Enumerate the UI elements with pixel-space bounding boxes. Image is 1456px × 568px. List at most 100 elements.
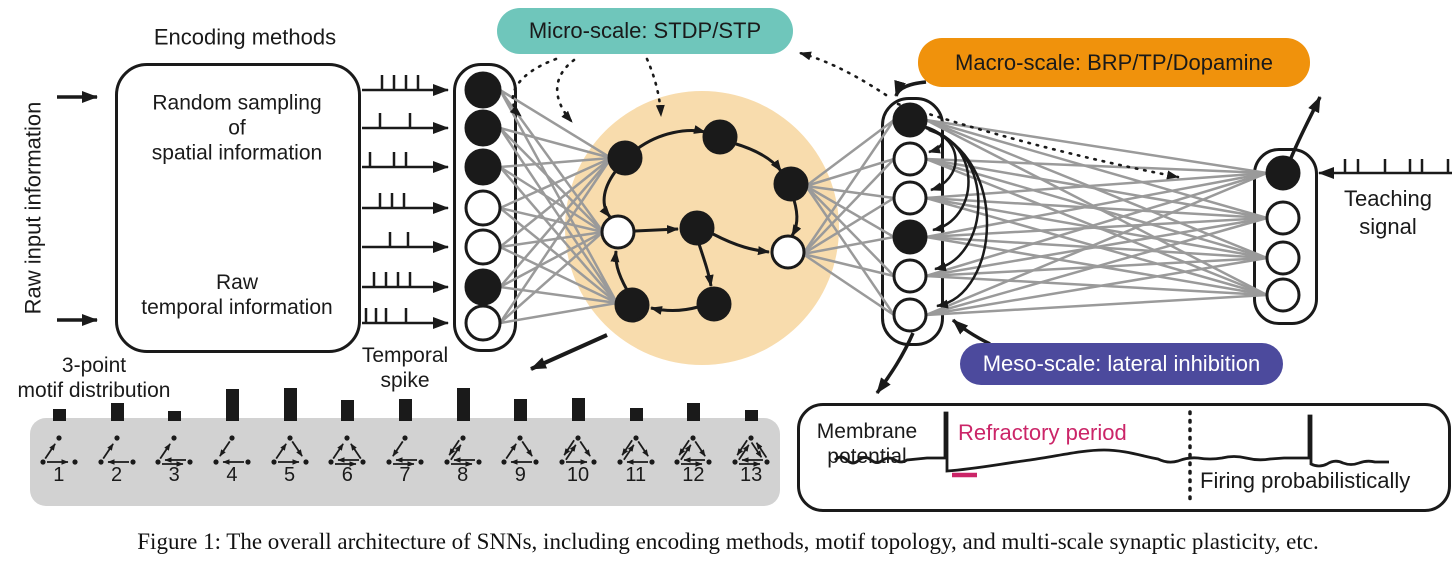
hidden-to-membrane-arrow [875,332,915,395]
teaching-signal-ticks [1343,159,1450,173]
encoding-methods-box [115,63,361,353]
motif-count-bar-2 [110,403,124,421]
motif-count-bar-10 [572,398,586,421]
encoding-method-spatial-line3: spatial information [151,141,323,165]
motif-distribution-label-line1: 3-point [61,354,127,377]
motif-network-edges [599,125,802,315]
stdp-dotted-arrows [509,51,1180,180]
motif-count-bar-3 [168,411,182,421]
motif-2: 2 [88,403,146,506]
teaching-signal-label: Teaching signal [1344,185,1432,241]
motif-count-bar-7 [398,399,412,421]
motif-count-bar-8 [456,388,470,421]
motif-distribution-label-line2: motif distribution [17,379,171,402]
output-layer-neurons [1265,155,1301,313]
motif-number-3: 3 [168,464,180,486]
motif-number-12: 12 [682,464,705,486]
micro-scale-pill: Micro-scale: STDP/STP [497,8,793,54]
motif-number-6: 6 [341,464,353,486]
motif-count-bar-5 [283,388,297,421]
motif-count-bar-9 [514,399,528,421]
micro-scale-label: Micro-scale: STDP/STP [528,18,762,43]
motif-glyph-5 [270,435,309,465]
motif-9: 9 [492,399,550,506]
refractory-period-label: Refractory period [958,420,1127,445]
lateral-inhibition-curves [921,124,989,309]
motif-count-bar-12 [687,403,701,421]
motif-6: 6 [318,400,376,506]
motif-glyph-1 [40,435,78,465]
firing-probabilistically-label: Firing probabilistically [1200,468,1411,493]
motif-7: 7 [376,399,434,506]
membrane-potential-box [797,403,1451,512]
encoding-method-temporal-line2: temporal information [141,296,333,319]
encoding-method-spatial: Random sampling of spatial information [152,91,322,166]
macro-to-hidden-arrow [894,79,927,97]
encoding-methods-title: Encoding methods [153,24,337,50]
motif-number-8: 8 [457,464,469,486]
motif-glyph-8 [444,435,482,467]
motif-1: 1 [30,409,88,506]
output-feedback-arrow [1289,96,1322,159]
teaching-signal-label-line1: Teaching [1343,186,1433,211]
motif-count-bar-11 [629,408,643,421]
motif-number-9: 9 [514,464,526,486]
figure-caption: Figure 1: The overall architecture of SN… [137,529,1319,554]
encoding-method-spatial-line1: Random sampling [152,91,322,115]
flow-arrows [530,79,1452,395]
motif-number-2: 2 [110,464,123,486]
motif-glyph-2 [97,435,136,465]
motif-glyph-11 [617,435,655,465]
motif-glyph-10 [559,435,597,465]
membrane-potential-label-line2: potential [827,445,907,468]
motif-number-5: 5 [284,464,296,486]
encoding-method-temporal: Raw temporal information [141,270,332,320]
motif-5: 5 [261,388,319,506]
temporal-spike-label-line1: Temporal [361,344,449,367]
motif-12: 12 [665,403,723,506]
motif-number-4: 4 [226,464,238,486]
motif-glyph-6 [328,435,366,467]
input-layer-neurons [464,71,502,342]
motif-glyph-4 [213,435,251,465]
macro-scale-pill: Macro-scale: BRP/TP/Dopamine [918,38,1310,87]
motif-number-7: 7 [399,464,411,486]
membrane-potential-label-line1: Membrane [816,420,918,443]
motif-number-10: 10 [566,464,590,486]
motif-count-bar-4 [225,389,239,421]
motif-glyph-12 [674,435,713,467]
meso-to-hidden-arrow [951,318,991,346]
encoding-method-temporal-line1: Raw [215,271,259,294]
motif-distribution-label: 3-point motif distribution [18,353,171,403]
meso-scale-pill: Meso-scale: lateral inhibition [960,343,1283,385]
encoding-method-spatial-line2: of [228,116,246,140]
motif-number-13: 13 [739,464,763,486]
raw-input-information-label: Raw input information [20,101,46,315]
motif-glyph-7 [386,435,424,467]
temporal-spike-trains [362,75,449,329]
motif-11: 11 [607,408,665,506]
motif-count-bar-13 [745,410,759,421]
motif-8: 8 [434,388,492,506]
motif-glyph-3 [155,435,193,467]
membrane-trace [834,410,1389,502]
motif-network-neurons [600,119,809,323]
membrane-potential-label: Membrane potential [817,419,917,469]
teaching-signal-label-line2: signal [1359,214,1417,239]
meso-scale-label: Meso-scale: lateral inhibition [982,351,1261,376]
motif-3: 3 [145,411,203,506]
hidden-layer-neurons [892,102,928,333]
motif-glyph-13 [732,435,770,467]
motif-10: 10 [549,398,607,506]
motif-13: 13 [722,410,780,506]
motif-count-bar-1 [52,409,66,421]
motif-number-1: 1 [53,464,65,486]
temporal-spike-label-line2: spike [380,369,430,392]
macro-scale-label: Macro-scale: BRP/TP/Dopamine [955,49,1273,75]
motif-number-11: 11 [625,464,647,486]
motif-4: 4 [203,389,261,506]
gray-synapse-lines [498,88,1268,325]
